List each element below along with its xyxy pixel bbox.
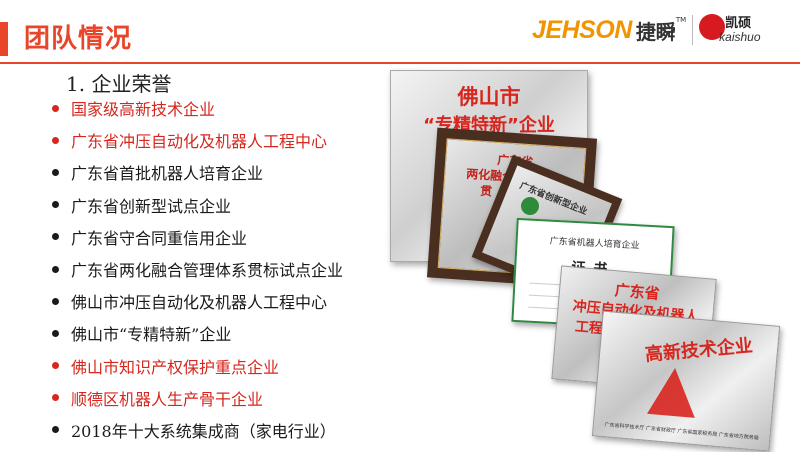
honor-text: 国家级高新技术企业 [71,100,216,120]
kaishuo-logo-en: kaishuo [719,30,761,44]
cert-text: 贯 [479,183,493,199]
cert-footer: 广东省科学技术厅 广东省财政厅 广东省国家税务局 广东省地方税务局 [604,422,759,442]
bullet-icon [52,201,59,209]
logo-jehson-text: JEHSON [532,15,632,44]
bullet-icon [52,362,59,370]
honor-text: 广东省冲压自动化及机器人工程中心 [71,132,328,152]
honor-text: 广东省守合同重信用企业 [71,228,248,248]
bullet-icon [52,426,59,434]
honor-text: 广东省首批机器人培育企业 [71,164,264,184]
cert-text: 工程 [574,318,604,338]
bullet-icon [52,394,59,402]
honor-text: 广东省两化融合管理体系贯标试点企业 [71,261,344,281]
cert-text: 佛山市 [457,85,521,109]
honor-text: 佛山市“专精特新”企业 [71,325,232,345]
bullet-icon [52,168,59,176]
honor-item: 佛山市知识产权保护重点企业 [52,350,343,382]
bullet-icon [52,265,59,273]
logo-trademark: TM [675,16,687,24]
header-divider [0,62,800,64]
bullet-icon [52,233,59,241]
honor-item: 2018年十大系统集成商（家电行业） [52,414,343,446]
bullet-icon [52,136,59,144]
honor-list: 国家级高新技术企业广东省冲压自动化及机器人工程中心广东省首批机器人培育企业广东省… [52,92,343,446]
honor-item: 佛山市冲压自动化及机器人工程中心 [52,285,343,317]
kaishuo-logo-icon [699,14,726,40]
honor-item: 广东省首批机器人培育企业 [52,156,343,188]
company-logo: JEHSON 捷瞬 TM 凯硕 kaishuo [532,10,761,50]
certificate-high-tech: 高新技术企业 广东省科学技术厅 广东省财政厅 广东省国家税务局 广东省地方税务局 [591,310,781,452]
honor-text: 佛山市知识产权保护重点企业 [71,357,280,377]
honor-item: 佛山市“专精特新”企业 [52,317,343,349]
honor-text: 顺德区机器人生产骨干企业 [71,389,264,409]
honor-text: 2018年十大系统集成商（家电行业） [71,421,336,441]
kaishuo-logo: 凯硕 kaishuo [699,10,761,50]
kaishuo-logo-cn: 凯硕 [725,16,752,31]
honor-text: 佛山市冲压自动化及机器人工程中心 [71,293,328,313]
cert-text: 广东省机器人培育企业 [549,236,640,252]
honor-text: 广东省创新型试点企业 [71,196,232,216]
page-title: 团队情况 [24,24,133,54]
bullet-icon [52,297,59,305]
honor-item: 广东省冲压自动化及机器人工程中心 [52,124,343,156]
logo-divider [692,15,694,45]
honor-item: 广东省守合同重信用企业 [52,221,343,253]
honor-item: 广东省创新型试点企业 [52,189,343,221]
honor-item: 国家级高新技术企业 [52,92,343,124]
title-accent-bar [0,22,8,56]
honor-item: 广东省两化融合管理体系贯标试点企业 [52,253,343,285]
logo-chinese-text: 捷瞬 [635,19,676,44]
bullet-icon [52,104,59,112]
high-tech-emblem-icon [646,365,700,418]
bullet-icon [52,329,59,337]
honor-item: 顺德区机器人生产骨干企业 [52,382,343,414]
cert-text: 高新技术企业 [644,335,754,366]
section-subtitle: 1. 企业荣誉 [66,72,172,96]
